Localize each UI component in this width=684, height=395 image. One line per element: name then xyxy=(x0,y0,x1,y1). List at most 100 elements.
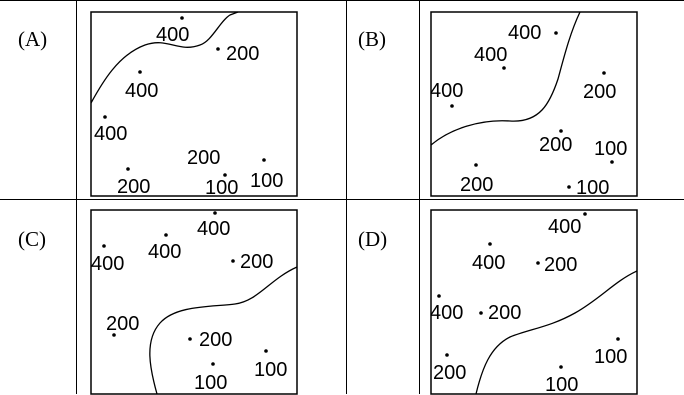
point-dot xyxy=(567,185,571,189)
option-b-label: (B) xyxy=(358,27,386,51)
map-point: 400 xyxy=(91,244,124,275)
point-dot xyxy=(479,311,483,315)
option-d-map: 400 400 200 400 200 100 200 100 xyxy=(430,209,638,395)
point-label: 400 xyxy=(91,253,124,275)
point-label: 200 xyxy=(539,134,572,156)
point-dot xyxy=(102,244,106,248)
map-point: 200 xyxy=(433,353,466,384)
point-label: 400 xyxy=(156,24,189,46)
map-point: 400 xyxy=(548,212,587,238)
point-label: 100 xyxy=(594,346,627,368)
point-dot xyxy=(103,115,107,119)
map-point: 400 xyxy=(430,294,463,324)
point-label: 400 xyxy=(430,302,463,324)
map-point: 200 xyxy=(460,163,493,196)
point-dot xyxy=(445,353,449,357)
point-dot xyxy=(180,16,184,20)
point-dot xyxy=(474,163,478,167)
option-c-map: 400 400 400 200 200 200 100 100 xyxy=(90,209,298,395)
point-dot xyxy=(223,173,227,177)
point-dot xyxy=(559,365,563,369)
point-dot xyxy=(126,167,130,171)
map-point: 400 xyxy=(156,16,189,46)
map-point: 100 xyxy=(254,349,287,381)
point-dot xyxy=(262,158,266,162)
contour-line xyxy=(90,11,239,104)
point-label: 100 xyxy=(250,170,283,192)
map-point: 400 xyxy=(508,22,558,44)
point-label: 200 xyxy=(488,302,521,324)
point-label: 200 xyxy=(544,254,577,276)
point-label: 400 xyxy=(125,80,158,102)
point-dot xyxy=(138,70,142,74)
option-d-label: (D) xyxy=(358,227,388,251)
point-label: 400 xyxy=(548,216,581,238)
point-dot xyxy=(616,337,620,341)
table-divider-col-3 xyxy=(419,0,420,394)
point-label: 100 xyxy=(576,177,609,199)
option-c-label: (C) xyxy=(18,227,46,251)
option-b-map: 400 400 400 200 200 100 200 100 xyxy=(430,11,638,199)
map-point: 200 xyxy=(479,302,521,324)
map-point: 400 xyxy=(474,44,507,70)
point-dot xyxy=(536,261,540,265)
point-label: 100 xyxy=(254,359,287,381)
map-point: 200 xyxy=(187,147,220,169)
map-point: 100 xyxy=(205,173,238,199)
point-label: 100 xyxy=(594,138,627,160)
option-a-map: 400 200 400 400 200 200 100 100 xyxy=(90,11,298,199)
point-label: 200 xyxy=(240,251,273,273)
table-border-top xyxy=(0,0,684,1)
point-dot xyxy=(554,31,558,35)
map-point: 400 xyxy=(472,242,505,274)
map-point: 100 xyxy=(194,362,227,394)
point-dot xyxy=(188,337,192,341)
point-dot xyxy=(502,66,506,70)
point-dot xyxy=(583,212,587,216)
point-dot xyxy=(602,71,606,75)
option-a-label: (A) xyxy=(18,27,48,51)
point-label: 400 xyxy=(94,123,127,145)
map-point: 200 xyxy=(188,329,232,351)
point-dot xyxy=(231,259,235,263)
point-dot xyxy=(211,362,215,366)
point-label: 100 xyxy=(545,374,578,395)
point-label: 400 xyxy=(148,241,181,263)
map-point: 200 xyxy=(231,251,273,273)
point-label: 200 xyxy=(106,313,139,335)
point-label: 100 xyxy=(194,372,227,394)
point-dot xyxy=(216,47,220,51)
point-dot xyxy=(264,349,268,353)
contour-line xyxy=(149,266,298,395)
point-dot xyxy=(610,160,614,164)
table-divider-middle xyxy=(0,199,684,200)
map-point: 400 xyxy=(94,115,127,145)
point-label: 200 xyxy=(226,43,259,65)
point-dot xyxy=(450,104,454,108)
point-label: 400 xyxy=(472,252,505,274)
point-dot xyxy=(112,333,116,337)
table-divider-col-1 xyxy=(76,0,77,394)
table-divider-col-2 xyxy=(346,0,347,394)
map-frame xyxy=(430,11,638,197)
point-label: 400 xyxy=(430,80,463,102)
map-point: 400 xyxy=(125,70,158,102)
map-point: 400 xyxy=(148,233,181,263)
map-point: 400 xyxy=(197,211,230,240)
point-dot xyxy=(213,211,217,215)
map-point: 200 xyxy=(216,43,259,65)
map-point: 200 xyxy=(117,167,150,198)
point-dot xyxy=(164,233,168,237)
contour-line xyxy=(430,11,581,146)
map-frame xyxy=(90,11,298,197)
point-label: 400 xyxy=(508,22,541,44)
point-label: 200 xyxy=(199,329,232,351)
map-point: 100 xyxy=(545,365,578,395)
map-point: 100 xyxy=(250,158,283,192)
point-dot xyxy=(437,294,441,298)
map-point: 100 xyxy=(594,138,627,164)
map-point: 100 xyxy=(567,177,609,199)
point-label: 400 xyxy=(197,218,230,240)
point-label: 200 xyxy=(117,176,150,198)
point-dot xyxy=(559,129,563,133)
